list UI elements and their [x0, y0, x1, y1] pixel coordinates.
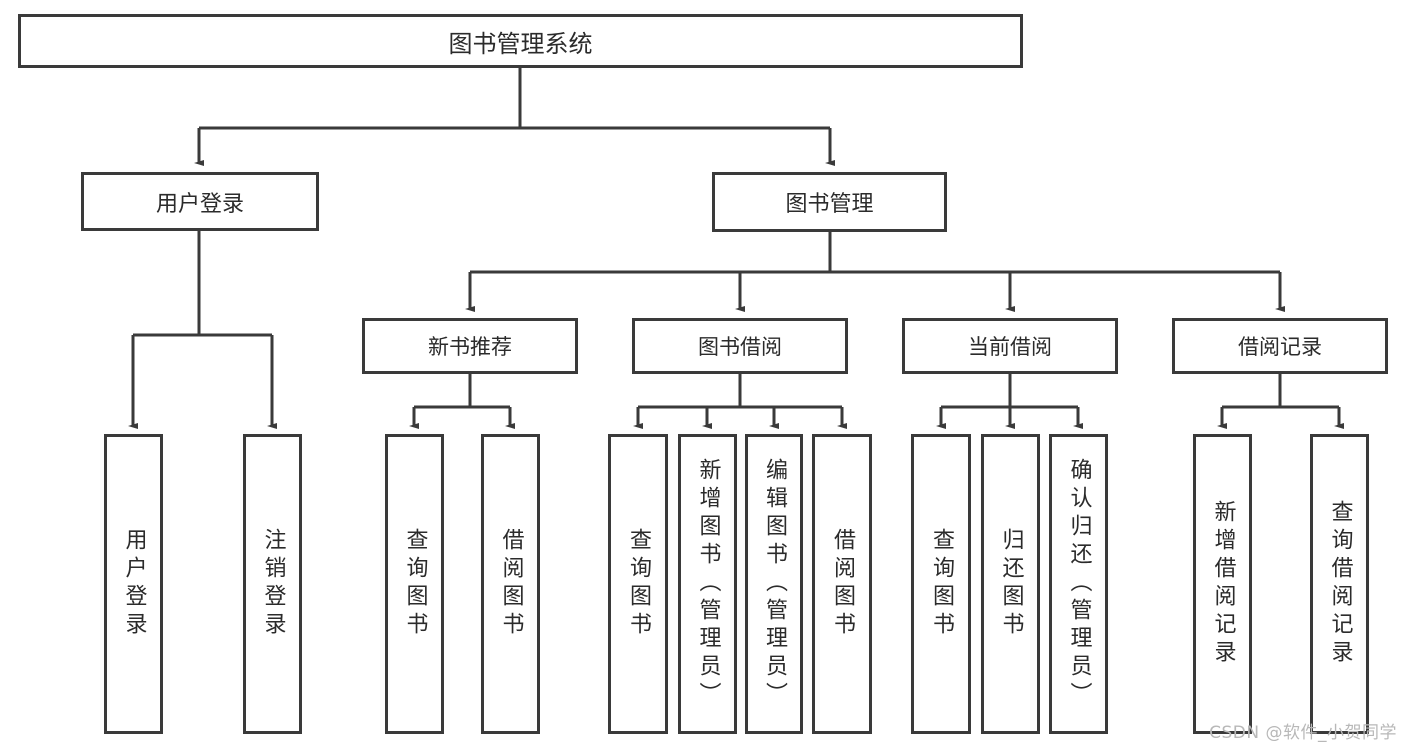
leaf-label: 查询图书: [929, 528, 954, 640]
leaf-user-login-logout[interactable]: 注销登录: [243, 434, 302, 734]
leaf-label: 确认归还（管理员）: [1066, 458, 1092, 710]
node-user-login[interactable]: 用户登录: [81, 172, 319, 231]
node-label: 当前借阅: [968, 335, 1052, 359]
node-book-borrow[interactable]: 图书借阅: [632, 318, 848, 374]
node-current-borrow[interactable]: 当前借阅: [902, 318, 1118, 374]
leaf-new-book-borrow[interactable]: 借阅图书: [481, 434, 540, 734]
leaf-label: 查询图书: [402, 528, 428, 640]
leaf-label: 归还图书: [998, 528, 1024, 640]
leaf-borrow-edit-book-admin[interactable]: 编辑图书（管理员）: [745, 434, 803, 734]
node-book-management[interactable]: 图书管理: [712, 172, 947, 232]
leaf-borrow-borrow-book[interactable]: 借阅图书: [812, 434, 872, 734]
leaf-label: 查询借阅记录: [1327, 500, 1353, 668]
leaf-label: 借阅图书: [830, 528, 855, 640]
leaf-record-query-record[interactable]: 查询借阅记录: [1310, 434, 1369, 734]
leaf-label: 查询图书: [626, 528, 651, 640]
node-new-book-recommend[interactable]: 新书推荐: [362, 318, 578, 374]
node-label: 图书管理: [785, 192, 874, 217]
node-label: 新书推荐: [428, 335, 512, 359]
watermark: CSDN @软件_小贺同学: [1209, 723, 1397, 743]
leaf-label: 新增图书（管理员）: [695, 458, 721, 710]
node-borrow-record[interactable]: 借阅记录: [1172, 318, 1388, 374]
node-label: 借阅记录: [1238, 335, 1322, 359]
node-label: 用户登录: [155, 191, 244, 217]
node-label: 图书借阅: [698, 335, 782, 359]
leaf-record-add-record[interactable]: 新增借阅记录: [1193, 434, 1252, 734]
node-root-system[interactable]: 图书管理系统: [18, 14, 1023, 68]
leaf-current-return-book[interactable]: 归还图书: [981, 434, 1040, 734]
leaf-current-query-book[interactable]: 查询图书: [911, 434, 971, 734]
leaf-label: 新增借阅记录: [1210, 500, 1236, 668]
leaf-current-confirm-return-admin[interactable]: 确认归还（管理员）: [1049, 434, 1108, 734]
leaf-new-book-query[interactable]: 查询图书: [385, 434, 444, 734]
leaf-borrow-query-book[interactable]: 查询图书: [608, 434, 668, 734]
leaf-user-login-login[interactable]: 用户登录: [104, 434, 163, 734]
leaf-borrow-add-book-admin[interactable]: 新增图书（管理员）: [678, 434, 737, 734]
leaf-label: 用户登录: [121, 528, 147, 640]
leaf-label: 借阅图书: [498, 528, 524, 640]
leaf-label: 编辑图书（管理员）: [762, 458, 787, 710]
leaf-label: 注销登录: [260, 528, 286, 640]
node-label: 图书管理系统: [448, 29, 593, 58]
